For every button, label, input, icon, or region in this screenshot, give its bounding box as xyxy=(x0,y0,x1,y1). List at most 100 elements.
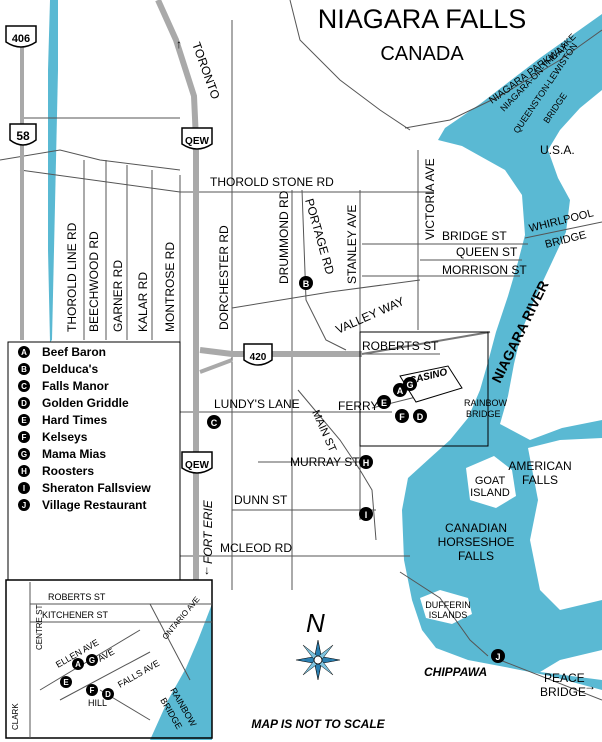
usa-label: U.S.A. xyxy=(540,143,575,157)
marker-i[interactable]: I xyxy=(359,507,373,521)
legend-marker xyxy=(18,499,30,511)
legend-label: Delduca's xyxy=(42,362,99,376)
inset-centre-st: CENTRE ST xyxy=(35,605,44,650)
marker-e[interactable]: E xyxy=(377,395,391,409)
morrison-st-label: MORRISON ST xyxy=(442,263,527,277)
highway-layer xyxy=(20,0,491,580)
lundys-lane-label: LUNDY'S LANE xyxy=(214,397,300,411)
thorold-line-label: THOROLD LINE RD xyxy=(65,222,79,332)
highway-420 xyxy=(199,347,362,357)
inset-roberts-st: ROBERTS ST xyxy=(48,592,106,602)
fort-erie-label: FORT ERIE xyxy=(201,499,215,564)
legend-marker xyxy=(18,380,30,392)
legend-label: Golden Griddle xyxy=(42,396,129,410)
peace-bridge-label-1: PEACE xyxy=(544,671,585,685)
shield-406-text: 406 xyxy=(12,33,30,45)
legend-marker xyxy=(18,465,30,477)
legend-marker xyxy=(18,397,30,409)
legend-key: A xyxy=(21,348,27,357)
shield-420: 420 xyxy=(243,343,273,366)
marker-b[interactable]: B xyxy=(299,276,313,290)
goat-island-label-2: ISLAND xyxy=(470,487,510,499)
marker-j[interactable]: J xyxy=(491,649,505,663)
svg-text:F: F xyxy=(399,412,405,422)
inset-marker-d[interactable]: D xyxy=(102,688,114,700)
map-title: NIAGARA FALLS xyxy=(318,4,527,34)
marker-c[interactable]: C xyxy=(207,415,221,429)
inset-falls-ave: FALLS AVE xyxy=(116,658,161,690)
casino-building xyxy=(399,365,463,403)
arrow-fort-erie-icon: ↓ xyxy=(204,563,210,577)
shield-qew-bottom: QEW xyxy=(181,451,213,474)
legend-marker xyxy=(18,414,30,426)
inset-marker-a[interactable]: A xyxy=(72,658,84,670)
kalar-label: KALAR RD xyxy=(136,272,150,332)
marker-h[interactable]: H xyxy=(359,455,373,469)
legend-item[interactable]: B Delduca's xyxy=(18,362,99,376)
inset-ontario-ave: ONTARIO AVE xyxy=(161,595,202,641)
shield-qew-top-text: QEW xyxy=(185,136,209,147)
west-connector xyxy=(0,149,181,171)
portage-label: PORTAGE RD xyxy=(302,197,337,276)
legend-item[interactable]: D Golden Griddle xyxy=(18,396,129,410)
map-subtitle: CANADA xyxy=(380,43,464,65)
legend-key: D xyxy=(21,399,27,408)
arrow-toronto-icon: ↑ xyxy=(176,37,182,51)
shield-58: 58 xyxy=(9,123,37,146)
rainbow-label: RAINBOW xyxy=(464,398,508,408)
murray-st-label: MURRAY ST xyxy=(290,455,360,469)
north-symbol: N xyxy=(306,608,325,638)
svg-text:G: G xyxy=(89,656,95,665)
north-road xyxy=(289,0,411,131)
casino-approach xyxy=(361,331,491,355)
inset-kitchener-st: KITCHENER ST xyxy=(42,610,109,620)
valley-way-label: VALLEY WAY xyxy=(334,294,407,337)
goat-island-label-1: GOAT xyxy=(475,475,506,487)
legend-label: Mama Mias xyxy=(42,447,106,461)
inset-water xyxy=(150,604,212,740)
svg-text:E: E xyxy=(63,678,69,687)
mcleod-label: MCLEOD RD xyxy=(220,541,292,555)
dufferin-label-2: ISLANDS xyxy=(429,610,468,620)
victoria-ave-label: VICTORIA AVE xyxy=(423,158,437,240)
water-layer xyxy=(48,0,602,740)
beechwood-label: BEECHWOOD RD xyxy=(87,231,101,332)
legend-label: Sheraton Fallsview xyxy=(42,481,151,495)
shield-420-text: 420 xyxy=(250,352,267,363)
bridge-st-label: BRIDGE ST xyxy=(442,229,507,243)
drummond-label: DRUMMOND RD xyxy=(277,190,291,284)
usa-land xyxy=(500,90,602,440)
roberts-st-label: ROBERTS ST xyxy=(362,339,439,353)
svg-text:C: C xyxy=(211,418,218,428)
inset-marker-g[interactable]: G xyxy=(86,654,98,666)
inset-marker-f[interactable]: F xyxy=(86,684,98,696)
shield-58-text: 58 xyxy=(16,129,30,143)
inset-marker-e[interactable]: E xyxy=(60,676,72,688)
inset-clark: CLARK xyxy=(11,703,20,730)
marker-f[interactable]: F xyxy=(395,409,409,423)
marker-g[interactable]: G xyxy=(403,377,417,391)
niagara-parkway xyxy=(404,29,602,129)
legend-key: B xyxy=(21,365,27,374)
svg-text:A: A xyxy=(397,386,404,396)
legend-marker xyxy=(18,346,30,358)
road-layer xyxy=(0,0,602,701)
valley-way xyxy=(231,279,421,309)
usa-bottom-land xyxy=(540,650,602,680)
shield-qew-bottom-text: QEW xyxy=(185,460,209,471)
canadian-falls-label-1: CANADIAN xyxy=(445,521,507,535)
dufferin-label-1: DUFFERIN xyxy=(425,600,471,610)
svg-text:I: I xyxy=(365,510,368,520)
garner-label: GARNER RD xyxy=(111,260,125,332)
marker-d[interactable]: D xyxy=(413,409,427,423)
